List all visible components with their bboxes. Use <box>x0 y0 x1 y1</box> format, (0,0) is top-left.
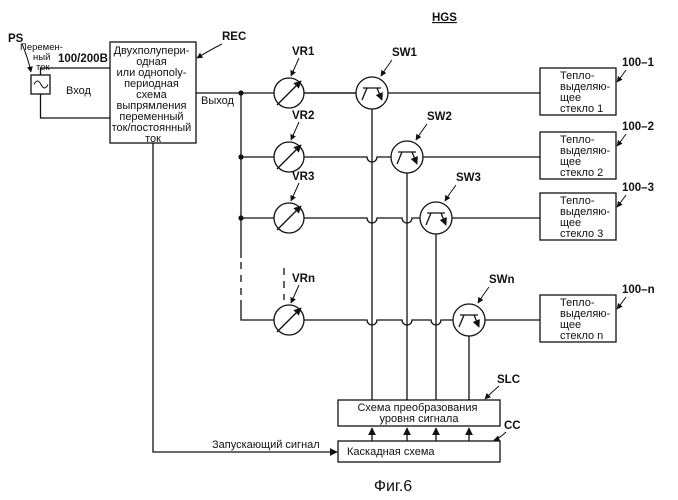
channel-2: VR2 SW2Тепло-выделяю-щеестекло 2 100–2 <box>274 110 654 179</box>
start-signal-label: Запускающий сигнал <box>212 439 320 451</box>
resistor-label: VR1 <box>292 46 315 58</box>
power-source: PS Перемен- ный ток 100/200В Вход <box>8 33 110 118</box>
switch-label: SW2 <box>427 111 452 123</box>
level-shifter-ref: SLC <box>497 374 520 386</box>
switch-label: SWn <box>489 274 515 286</box>
glass-ref-label: 100–2 <box>622 121 654 133</box>
heating-glass-1: Тепло-выделяю-щеестекло 1 <box>540 68 616 115</box>
channel-3: VR3 SW3Тепло-выделяю-щеестекло 3 100–3 <box>274 171 654 240</box>
power-voltage: 100/200В <box>58 53 108 65</box>
channels: VR1SW1Тепло-выделяю-щеестекло 1100–1VR2S… <box>274 46 655 342</box>
figure-caption: Фиг.6 <box>374 478 412 495</box>
switch-label: SW3 <box>456 172 481 184</box>
cascade-label: Каскадная схема <box>347 446 435 458</box>
input-label: Вход <box>66 85 91 97</box>
resistor-label: VRn <box>292 273 315 285</box>
switch-label: SW1 <box>392 47 418 59</box>
diagram-title: HGS <box>432 12 457 24</box>
transistor-switch-icon <box>420 202 452 234</box>
heating-glass-4: Тепло-выделяю-щеестекло n <box>540 295 616 342</box>
resistor-label: VR2 <box>292 110 314 122</box>
transistor-switch-icon <box>356 77 388 109</box>
heating-glass-2: Тепло-выделяю-щеестекло 2 <box>540 132 616 179</box>
glass-ref-label: 100–n <box>622 284 655 296</box>
rectifier: Двухполупери- одная или однопolу- период… <box>110 31 246 145</box>
level-shifter: Схема преобразования уровня сигнала SLC <box>338 374 520 426</box>
rectifier-ref: REC <box>222 31 246 43</box>
transistor-switch-icon <box>391 141 423 173</box>
glass-ref-label: 100–3 <box>622 182 654 194</box>
output-label: Выход <box>201 95 234 107</box>
resistor-label: VR3 <box>292 171 314 183</box>
glass-ref-label: 100–1 <box>622 57 655 69</box>
heating-glass-3: Тепло-выделяю-щеестекло 3 <box>540 193 616 240</box>
channel-1: VR1 SW1Тепло-выделяю-щеестекло 1 100–1 <box>274 46 655 115</box>
channel-4: VRn SWnТепло-выделяю-щеестекло n 100–n <box>274 273 655 342</box>
cascade-ref: CC <box>504 420 521 432</box>
transistor-switch-icon <box>453 304 485 336</box>
